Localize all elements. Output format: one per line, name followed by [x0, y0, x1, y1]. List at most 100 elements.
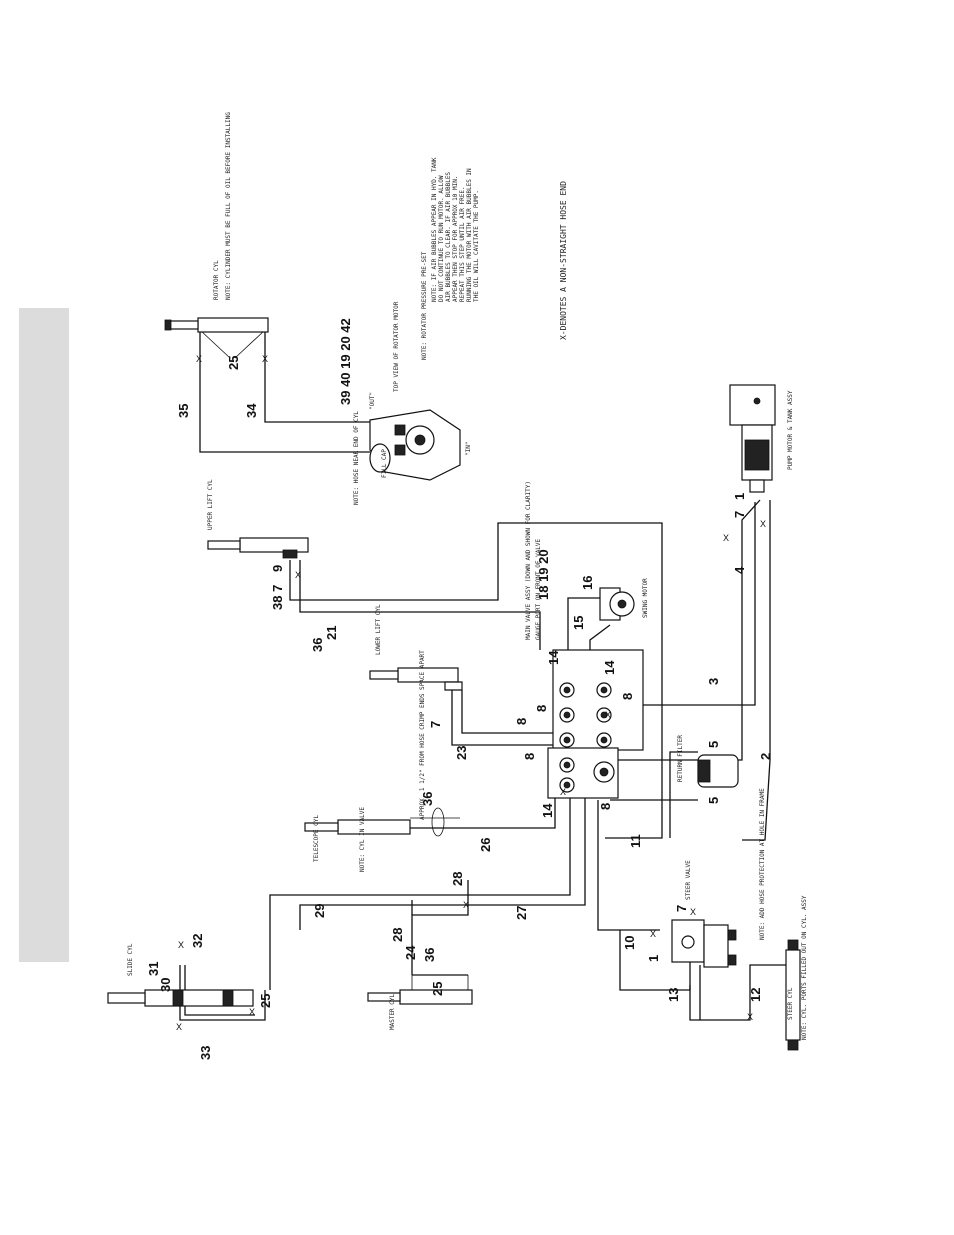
hose-33 [184, 965, 255, 1016]
svg-text:TELESCOPE CYL: TELESCOPE CYL [313, 815, 320, 862]
callout: 31 [146, 962, 161, 976]
main-valve-assembly [547, 649, 644, 799]
svg-text:X: X [747, 1012, 753, 1022]
svg-text:PUMP MOTOR & TANK ASSY: PUMP MOTOR & TANK ASSY [787, 390, 794, 470]
callout: 1 [646, 955, 661, 962]
svg-text:ROTATOR CYL: ROTATOR CYL [213, 260, 220, 300]
hose-36 [289, 522, 663, 839]
svg-text:X: X [176, 1022, 182, 1032]
svg-text:X: X [690, 907, 696, 917]
callout: 36 [310, 638, 325, 652]
svg-text:APPROX. 1 1/2" FROM HOSE CRIMP: APPROX. 1 1/2" FROM HOSE CRIMP ENDS SPAC… [419, 650, 426, 820]
callout: 15 [571, 616, 586, 630]
svg-text:"OUT": "OUT" [369, 392, 376, 410]
callout: 14 [602, 660, 617, 675]
slide-cylinder [107, 965, 254, 1007]
svg-text:"IN": "IN" [465, 442, 472, 456]
callout: 10 [622, 936, 637, 950]
hose-2 [742, 500, 771, 841]
hose-29 [269, 770, 571, 990]
svg-text:AIR BUBBLES TO CLEAR. IF AIR B: AIR BUBBLES TO CLEAR. IF AIR BUBBLES [445, 172, 452, 302]
svg-text:APPEAR THEN STOP FOR APPROX 10: APPEAR THEN STOP FOR APPROX 10 MIN. [452, 176, 459, 302]
callout: 5 [706, 741, 721, 748]
callout: 33 [198, 1046, 213, 1060]
callout: 7 [428, 721, 443, 728]
callout: 9 [270, 565, 285, 572]
callout: 7 [732, 511, 747, 518]
callout: 4 [732, 566, 747, 574]
callout: 21 [324, 626, 339, 640]
swing-motor [599, 587, 635, 621]
svg-text:X: X [650, 929, 656, 939]
callout: 14 [540, 803, 555, 818]
hose-12 [689, 964, 790, 1021]
callout: 36 [420, 792, 435, 806]
callouts: 35 34 25 39 40 19 20 42 9 38 7 36 21 18 … [146, 318, 773, 1060]
svg-text:X: X [760, 519, 766, 529]
callout: 8 [522, 753, 537, 760]
callout: 36 [422, 948, 437, 962]
svg-text:UPPER LIFT CYL: UPPER LIFT CYL [207, 479, 214, 530]
callout: 8 [514, 718, 529, 725]
legend-text: X-DENOTES A NON-STRAIGHT HOSE END [559, 181, 568, 340]
svg-text:NOTE: CYL. PORTS FILLED OUT ON: NOTE: CYL. PORTS FILLED OUT ON CYL. ASSY [801, 895, 808, 1040]
svg-text:NOTE: IF AIR BUBBLES APPEAR IN: NOTE: IF AIR BUBBLES APPEAR IN HYD. TANK [431, 157, 438, 302]
callout: 18 19 20 [536, 549, 551, 600]
master-cylinder [367, 975, 473, 1005]
svg-text:SWING MOTOR: SWING MOTOR [642, 578, 649, 618]
svg-text:X: X [560, 787, 566, 797]
svg-text:LOWER LIFT CYL: LOWER LIFT CYL [375, 604, 382, 655]
callout: 8 [534, 705, 549, 712]
lower-lift-cylinder [369, 667, 463, 691]
svg-text:NOTE: CYL IN VALVE: NOTE: CYL IN VALVE [359, 807, 366, 872]
callout: 35 [176, 404, 191, 418]
hose-11 [597, 800, 660, 931]
svg-text:X: X [605, 710, 611, 720]
svg-text:NOTE: ADD HOSE PROTECTION AT H: NOTE: ADD HOSE PROTECTION AT HOLE IN FRA… [759, 788, 766, 940]
hose-34 [264, 330, 370, 423]
hose-7b [461, 690, 555, 734]
callout: 25 [430, 982, 445, 996]
rotator-cyl-link-b [234, 329, 266, 359]
side-tab [19, 308, 69, 962]
hose-35 [199, 330, 370, 453]
callout: 29 [312, 904, 327, 918]
callout: 27 [514, 906, 529, 920]
callout: 38 7 [270, 585, 285, 610]
callout: 34 [244, 403, 259, 418]
callout: 1 [732, 493, 747, 500]
svg-text:X: X [249, 1007, 255, 1017]
hose-7a [451, 690, 555, 746]
callout: 8 [620, 693, 635, 700]
svg-text:RETURN FILTER: RETURN FILTER [677, 735, 684, 782]
rotator-cylinder [164, 317, 269, 333]
svg-text:DO NOT CONTINUE TO RUN MOTOR.: DO NOT CONTINUE TO RUN MOTOR. ALLOW [438, 175, 445, 302]
svg-text:NOTE: ROTATOR PRESSURE PRE-SET: NOTE: ROTATOR PRESSURE PRE-SET [421, 251, 428, 360]
callout: 25 [226, 356, 241, 370]
callout: 16 [580, 576, 595, 590]
callout: 26 [478, 838, 493, 852]
svg-text:X: X [723, 533, 729, 543]
hose-27 [299, 770, 586, 930]
callout: 14 [546, 650, 561, 665]
callout: 28 [390, 928, 405, 942]
steer-cylinder [785, 939, 801, 1051]
callout: 7 [674, 905, 689, 912]
callout: 39 40 19 20 42 [338, 318, 353, 405]
rotator-motor [369, 409, 461, 481]
svg-text:X: X [295, 570, 301, 580]
svg-text:NOTE: CYLINDER MUST BE FULL OF: NOTE: CYLINDER MUST BE FULL OF OIL BEFOR… [225, 112, 232, 300]
callout: 5 [706, 797, 721, 804]
steer-valve [671, 919, 737, 968]
callout: 30 [158, 978, 173, 992]
callout: 12 [748, 988, 763, 1002]
svg-text:FILL CAP: FILL CAP [381, 449, 388, 478]
svg-text:RUNNING THE MOTOR WITH AIR BUB: RUNNING THE MOTOR WITH AIR BUBBLES IN [466, 168, 473, 302]
svg-text:SLIDE CYL: SLIDE CYL [127, 943, 134, 976]
hose-3 [612, 502, 756, 706]
svg-text:X: X [463, 900, 469, 910]
callout: 23 [454, 746, 469, 760]
callout: 8 [598, 803, 613, 810]
svg-text:STEER VALVE: STEER VALVE [685, 860, 692, 900]
